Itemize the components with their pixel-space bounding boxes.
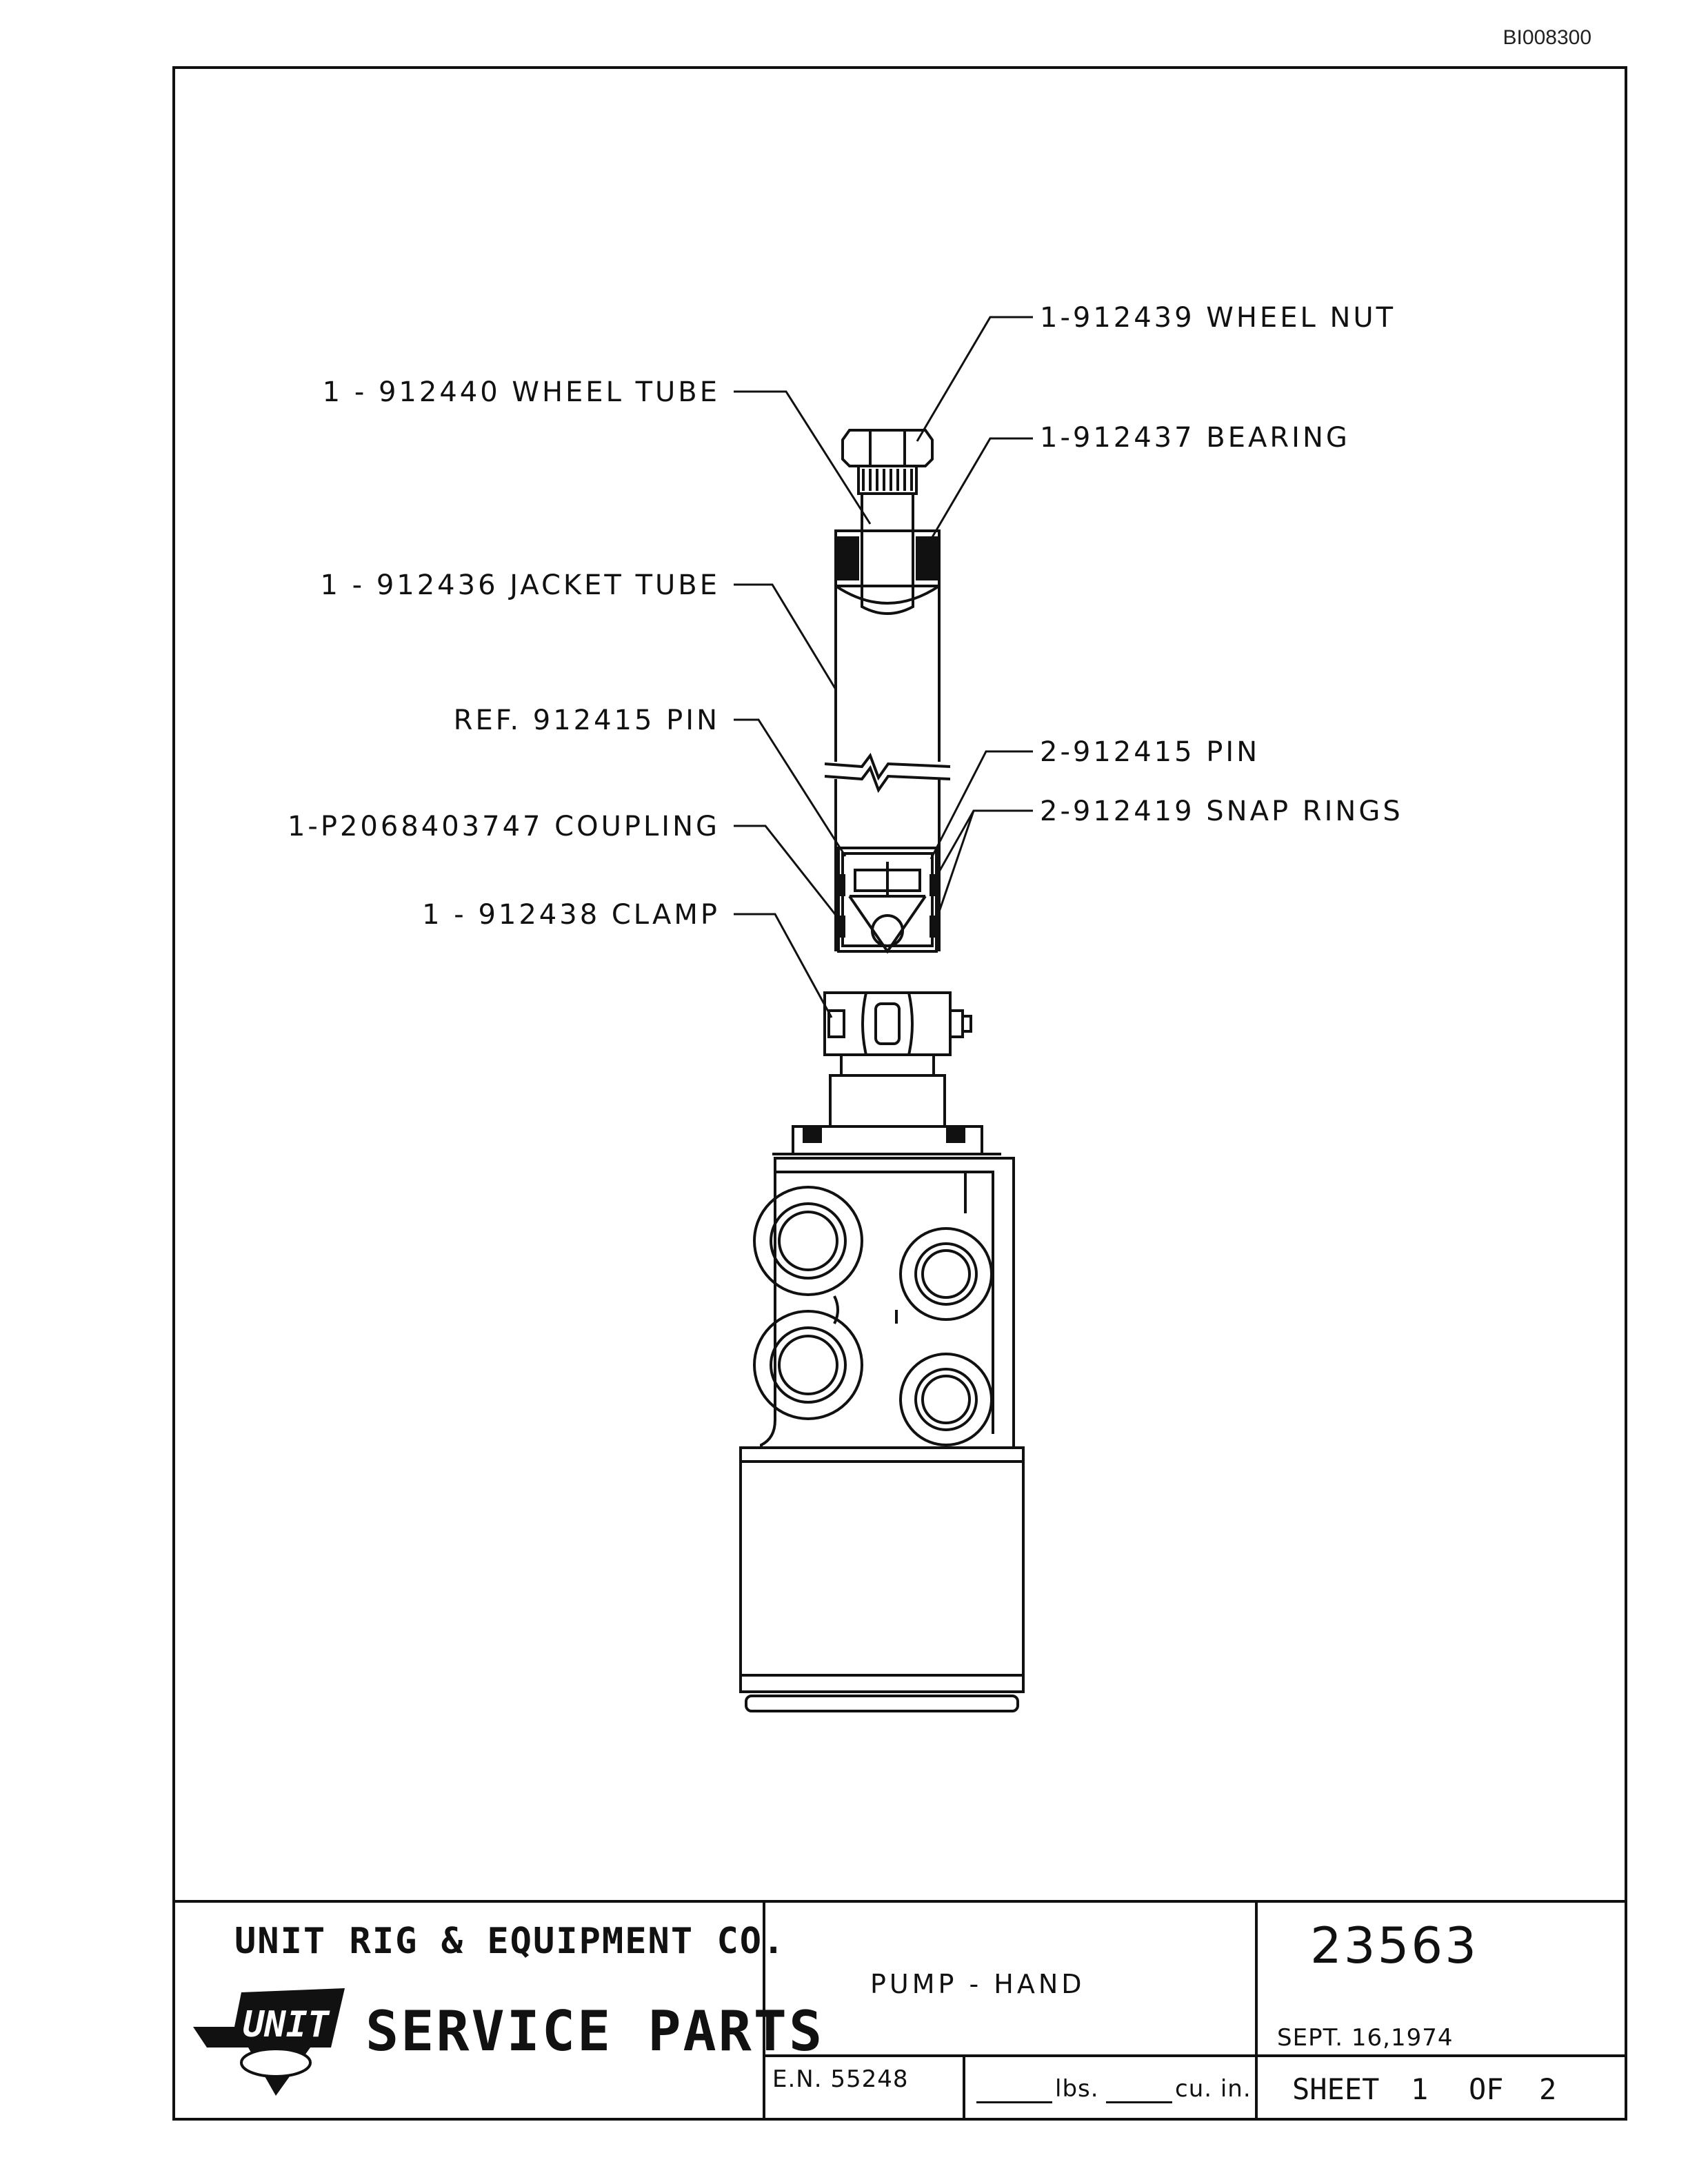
bearing-shape [834, 529, 941, 587]
drawing-date: SEPT. 16,1974 [1277, 2024, 1454, 2052]
callout-coupling: 1-P2068403747 COUPLING [287, 811, 720, 842]
pump-neck-shape [772, 1053, 1001, 1155]
callout-pin: 2-912415 PIN [1040, 736, 1260, 768]
callout-clamp: 1 - 912438 CLAMP [422, 899, 720, 931]
unit-rig-logo: UNIT RIG [193, 1988, 365, 2096]
drawing-number: 23563 [1310, 1917, 1479, 1974]
engineering-number: E.N. 55248 [772, 2065, 909, 2093]
callout-wheel-tube: 1 - 912440 WHEEL TUBE [322, 376, 720, 408]
jacket-tube-shape [824, 585, 951, 951]
pump-lower-body-shape [739, 1446, 1025, 1712]
port-bottom-left [753, 1310, 863, 1420]
port-top-left [753, 1186, 863, 1296]
service-parts-label: SERVICE PARTS [365, 1999, 825, 2063]
cu-in-label: cu. in. [1175, 2075, 1252, 2103]
valve-body-shape [753, 1157, 1015, 1449]
callout-ref-pin: REF. 912415 PIN [453, 705, 720, 736]
sheet-label: SHEET [1292, 2072, 1380, 2106]
callout-snap-rings: 2-912419 SNAP RINGS [1040, 796, 1403, 827]
wheel-nut-shape [841, 429, 934, 467]
document-id: BI008300 [1503, 26, 1591, 49]
coupling-shape [837, 847, 938, 954]
port-bottom-right [899, 1353, 993, 1446]
logo-text: UNIT RIG [243, 2004, 365, 2045]
wheel-tube-shape [857, 465, 918, 615]
sheet-number: 1 [1411, 2072, 1429, 2106]
callout-bearing: 1-912437 BEARING [1040, 422, 1350, 454]
lbs-label: lbs. [1055, 2075, 1099, 2103]
cu-in-blank [1106, 2101, 1172, 2103]
sheet-total: 2 [1539, 2072, 1557, 2106]
drawing-title: PUMP - HAND [870, 1969, 1085, 1999]
clamp-shape [823, 991, 972, 1056]
callout-jacket-tube: 1 - 912436 JACKET TUBE [320, 569, 720, 601]
company-name: UNIT RIG & EQUIPMENT CO. [234, 1921, 786, 1962]
of-label: OF [1469, 2072, 1504, 2106]
lbs-blank [976, 2101, 1052, 2103]
callout-wheel-nut: 1-912439 WHEEL NUT [1040, 302, 1396, 334]
title-block-sheet-cell [1255, 2054, 1627, 2121]
port-top-right [899, 1227, 993, 1321]
